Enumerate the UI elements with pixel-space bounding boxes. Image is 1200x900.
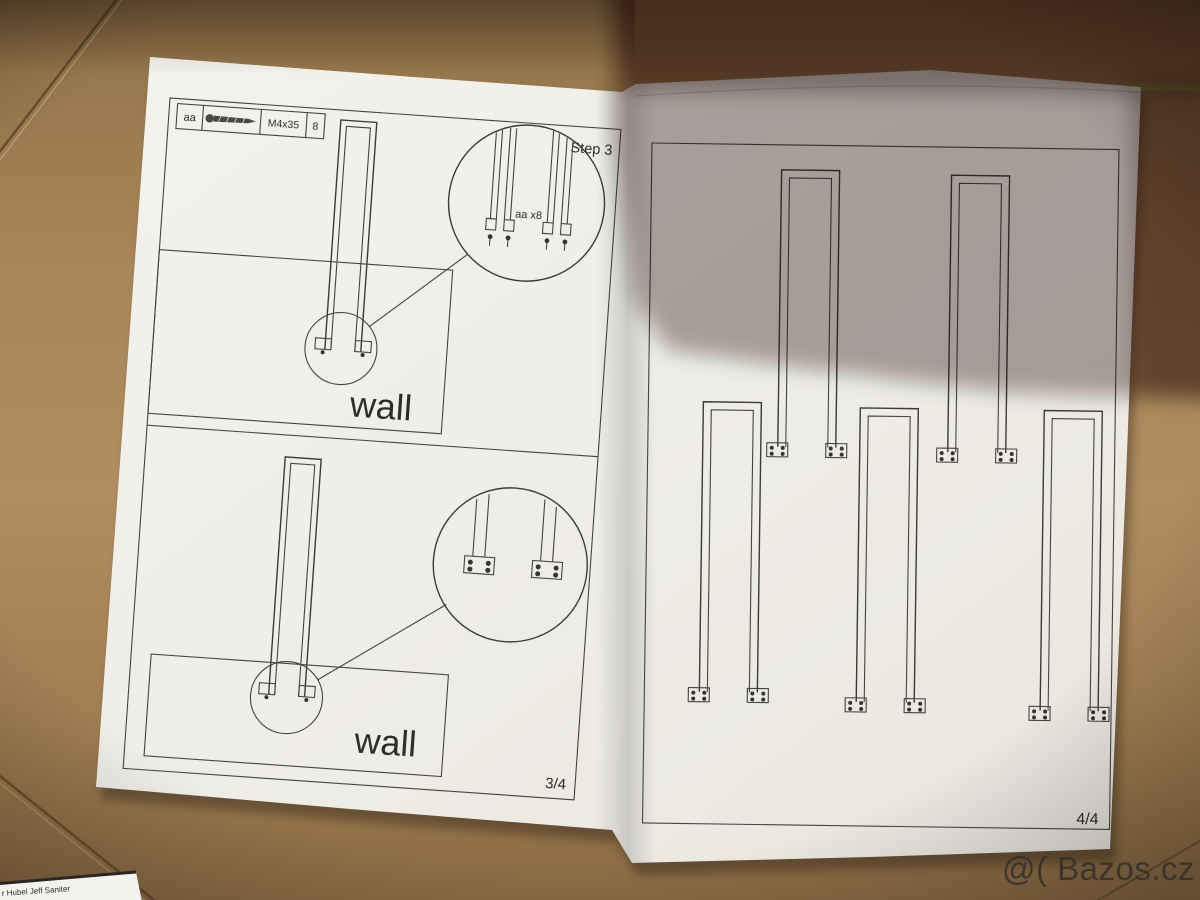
- watermark: @( Bazos.cz: [1002, 850, 1195, 887]
- paper-scrap: r Hubel Jeff Saniter: [0, 870, 142, 900]
- scrap-edge: [0, 870, 137, 885]
